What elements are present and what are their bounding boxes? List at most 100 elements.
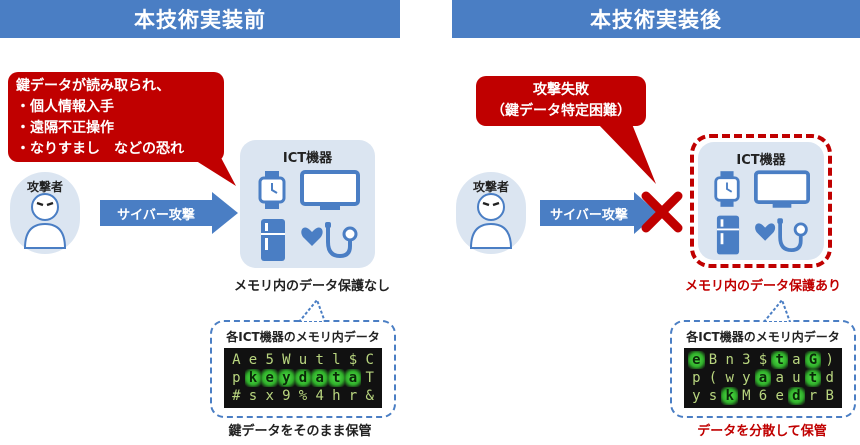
after-device-panel-title: ICT機器: [736, 153, 786, 168]
memory-cell: 4: [315, 388, 324, 404]
memory-cell: B: [708, 352, 718, 368]
after-title: 本技術実装後: [590, 8, 722, 32]
after-attack-arrow: [540, 192, 658, 234]
memory-cell: s: [248, 388, 258, 404]
before-attacker-label: 攻撃者: [26, 180, 63, 194]
memory-cell: 5: [265, 352, 274, 368]
memory-cell: W: [282, 352, 291, 368]
memory-cell: 3: [742, 352, 751, 368]
bubble-line: （鍵データ特定困難）: [491, 103, 631, 119]
after-title-banner: 本技術実装後: [452, 0, 860, 38]
before-attack-arrow: [100, 192, 238, 234]
memory-cell: $: [348, 352, 358, 368]
memory-cell: y: [742, 370, 751, 386]
memory-cell: t: [804, 369, 822, 387]
before-device-caption: メモリ内のデータ保護なし: [233, 279, 390, 294]
after-memory-caption: データを分散して保管: [697, 424, 827, 439]
monitor-icon: [300, 170, 360, 210]
memory-cell: p: [692, 370, 701, 386]
memory-cell: M: [742, 388, 751, 404]
stethoscope-icon: [301, 222, 358, 259]
memory-cell: %: [298, 388, 308, 404]
memory-cell: s: [708, 388, 718, 404]
refrigerator-icon: [261, 219, 285, 261]
memory-cell: t: [327, 369, 345, 387]
after-memory-tail: [762, 298, 792, 322]
memory-cell: (: [708, 370, 718, 386]
bubble-line: ・遠隔不正操作: [16, 120, 114, 136]
memory-cell: y: [692, 388, 701, 404]
after-attack-label: サイバー攻撃: [550, 208, 628, 223]
memory-cell: u: [792, 370, 801, 386]
memory-cell: p: [232, 370, 241, 386]
memory-cell: x: [265, 388, 274, 404]
memory-cell: G: [804, 351, 822, 369]
memory-cell: y: [277, 369, 295, 387]
before-memory-tail: [297, 298, 327, 322]
after-device-panel: ICT機器: [698, 142, 824, 260]
memory-cell: B: [825, 388, 834, 404]
memory-cell: r: [348, 388, 358, 404]
memory-cell: e: [775, 388, 784, 404]
memory-cell: h: [332, 388, 341, 404]
memory-cell: a: [754, 369, 772, 387]
memory-cell: n: [725, 352, 734, 368]
cross-icon: [641, 191, 683, 233]
memory-cell: d: [825, 370, 834, 386]
watch-icon: [258, 171, 286, 209]
after-attacker-avatar: [456, 172, 526, 254]
before-memory-caption: 鍵データをそのまま保管: [228, 424, 372, 439]
memory-cell: A: [232, 352, 241, 368]
stethoscope-icon: [755, 218, 808, 253]
memory-cell: e: [688, 351, 705, 369]
after-bubble-tail: [598, 124, 656, 184]
memory-cell: &: [365, 388, 374, 404]
memory-cell: T: [365, 370, 374, 386]
after-memory-title: 各ICT機器のメモリ内データ: [686, 330, 840, 344]
bubble-line: ・なりすまし などの恐れ: [16, 141, 184, 157]
memory-cell: e: [261, 369, 278, 387]
refrigerator-icon: [716, 215, 740, 255]
memory-cell: #: [232, 388, 241, 404]
before-bubble-tail: [182, 152, 236, 186]
memory-cell: k: [721, 387, 738, 405]
before-title: 本技術実装前: [134, 8, 266, 32]
memory-cell: t: [315, 352, 324, 368]
memory-cell: t: [771, 351, 788, 369]
after-failure-bubble: 攻撃失敗 （鍵データ特定困難）: [476, 76, 646, 126]
after-protection-frame: [690, 134, 832, 268]
memory-cell: d: [787, 387, 805, 405]
memory-cell: d: [294, 369, 312, 387]
bubble-line: 攻撃失敗: [533, 82, 589, 98]
memory-cell: a: [344, 369, 362, 387]
before-attacker-avatar: [10, 172, 80, 254]
before-attack-label: サイバー攻撃: [117, 208, 195, 223]
memory-cell: $: [758, 352, 768, 368]
memory-cell: a: [792, 352, 801, 368]
watch-icon: [714, 171, 740, 207]
before-device-panel-title: ICT機器: [282, 151, 333, 166]
memory-cell: l: [332, 352, 341, 368]
memory-cell: 6: [758, 388, 768, 404]
memory-cell: 9: [282, 388, 291, 404]
after-attacker-label: 攻撃者: [472, 180, 509, 194]
bubble-line: 鍵データが読み取られ、: [16, 78, 171, 94]
memory-cell: C: [365, 352, 374, 368]
monitor-icon: [754, 170, 810, 208]
memory-cell: w: [725, 370, 734, 386]
after-device-caption: メモリ内のデータ保護あり: [684, 279, 841, 294]
memory-cell: a: [775, 370, 784, 386]
memory-cell: a: [311, 369, 328, 387]
memory-cell: u: [298, 352, 308, 368]
attacker-icon: [469, 193, 513, 249]
before-title-banner: 本技術実装前: [0, 0, 400, 38]
before-device-panel: ICT機器: [240, 140, 375, 268]
memory-cell: r: [808, 388, 818, 404]
memory-cell: k: [244, 369, 262, 387]
memory-cell: e: [248, 352, 258, 368]
before-threat-bubble: 鍵データが読み取られ、 ・個人情報入手 ・遠隔不正操作 ・なりすまし などの恐れ: [8, 72, 224, 162]
attacker-icon: [23, 193, 67, 249]
